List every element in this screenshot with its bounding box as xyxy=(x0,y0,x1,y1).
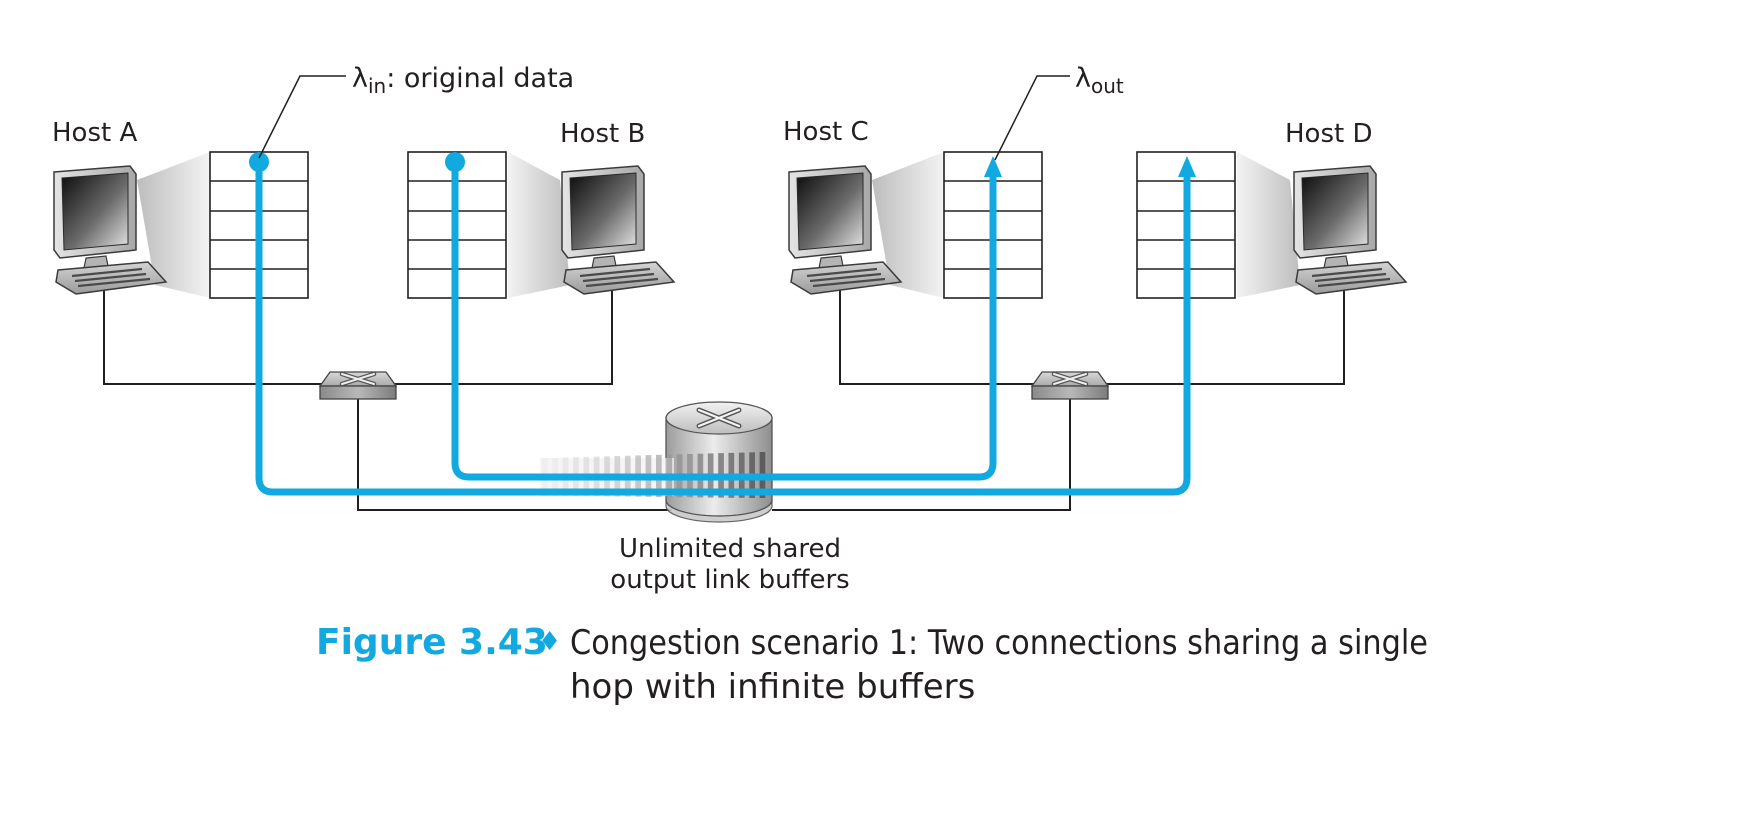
computer-host-b xyxy=(560,164,676,296)
lambda-in-label: λin: original data xyxy=(352,63,574,98)
lambda-out-symbol: λ xyxy=(1075,63,1091,94)
wire-right-lan xyxy=(839,287,1345,385)
lambda-out-subscript: out xyxy=(1091,74,1124,98)
annotation-leaders xyxy=(258,75,1070,161)
figure-number: Figure 3.43 xyxy=(316,622,548,663)
switch-right-icon xyxy=(1032,372,1108,399)
lambda-in-text: : original data xyxy=(386,63,574,94)
buffer-projections xyxy=(137,152,1300,298)
wire-left-switch-router xyxy=(357,398,672,511)
wire-router-right-switch xyxy=(772,398,1071,511)
host-a-label: Host A xyxy=(52,118,137,148)
router-buffer-label-line2: output link buffers xyxy=(610,565,849,595)
lambda-out-label: λout xyxy=(1075,63,1124,98)
lambda-in-symbol: λ xyxy=(352,63,368,94)
flow-d-arrowhead xyxy=(1178,156,1196,177)
host-b-label: Host B xyxy=(560,119,645,149)
router-buffer-label-line1: Unlimited shared xyxy=(619,534,841,564)
flow-a-source-dot xyxy=(249,152,269,172)
flow-a-to-d xyxy=(255,161,1191,496)
flow-c-arrowhead xyxy=(984,156,1002,177)
caption-separator: ♦ xyxy=(538,627,561,657)
host-d-label: Host D xyxy=(1285,119,1372,149)
host-c-label: Host C xyxy=(783,117,869,147)
caption-line1: Congestion scenario 1: Two connections s… xyxy=(570,623,1428,663)
lambda-in-leader xyxy=(258,75,346,159)
wire-left-lan xyxy=(103,287,613,385)
switch-left-icon xyxy=(320,372,396,399)
computer-host-d xyxy=(1292,164,1408,296)
flow-b-to-c xyxy=(451,161,997,481)
flow-b-source-dot xyxy=(445,152,465,172)
caption-line2: hop with infinite buffers xyxy=(570,667,975,707)
flow-endpoints xyxy=(249,152,1196,177)
lambda-in-subscript: in xyxy=(368,74,386,98)
flow-paths xyxy=(255,161,1191,496)
lambda-out-leader xyxy=(994,75,1070,161)
figure-caption: Figure 3.43 ♦ Congestion scenario 1: Two… xyxy=(316,622,1428,707)
